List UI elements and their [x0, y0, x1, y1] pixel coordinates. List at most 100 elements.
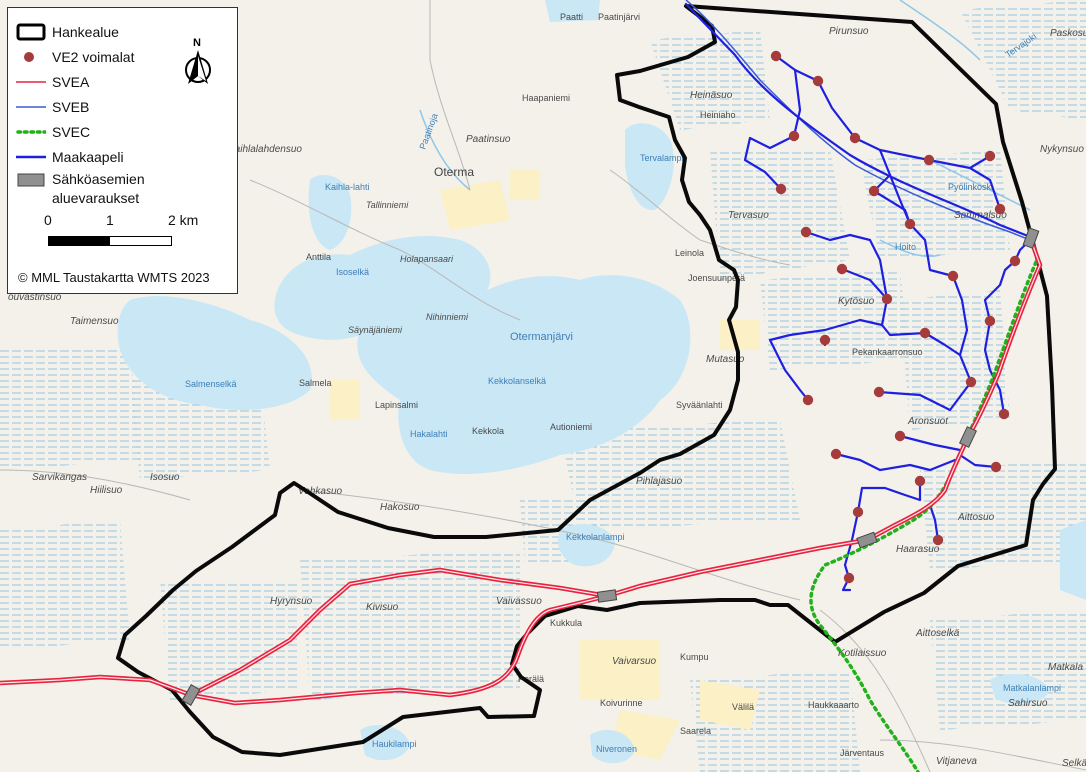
hankealue-symbol	[16, 22, 46, 42]
label-lapinsalmi: Lapinsalmi	[375, 400, 418, 410]
label-otermanjarvi: Otermanjärvi	[510, 331, 573, 343]
label-aittosuo: Aittosuo	[957, 512, 995, 523]
legend-label: SVEB	[52, 99, 90, 115]
label-vaivassuo: Vaivassuo	[496, 596, 542, 607]
label-paatinjarvi: Paatinjärvi	[598, 12, 640, 22]
label-sarvikangas: Sarvikangas	[32, 472, 87, 483]
maakaapeli-symbol	[16, 147, 46, 167]
label-kivisuo: Kivisuo	[366, 602, 399, 613]
label-kekkola: Kekkola	[472, 426, 504, 436]
label-tervalampi: Tervalampi	[640, 153, 684, 163]
label-sahirsuo: Sahirsuo	[1008, 698, 1048, 709]
turbine-marker	[852, 506, 864, 518]
substation-marker	[596, 589, 618, 603]
label-haapaniemi: Haapaniemi	[522, 93, 570, 103]
label-taimensuo: Taimensuo	[70, 316, 119, 327]
svea-symbol	[16, 72, 46, 92]
turbine-marker	[894, 430, 906, 442]
north-arrow: N	[180, 36, 216, 92]
legend-label: SVEA	[52, 74, 90, 90]
legend-label: Maakaapeli	[52, 149, 124, 165]
turbine-marker	[788, 130, 800, 142]
water-bodies	[117, 0, 1086, 764]
label-tervasuo: Tervasuo	[728, 210, 769, 221]
legend-item-hankealue: Hankealue	[16, 22, 119, 42]
label-heinasuo: Heinäsuo	[690, 90, 733, 101]
label-hakosuo: Hakosuo	[380, 502, 420, 513]
legend-label: VE2 voimalat	[52, 49, 135, 65]
legend-item-sveb: SVEB	[16, 97, 89, 117]
label-heiniaho: Heiniaho	[700, 110, 736, 120]
label-isosuo: Isosuo	[150, 472, 180, 483]
label-leinola: Leinola	[675, 248, 704, 258]
scale-bar	[48, 236, 172, 246]
legend-label: Hankealue	[52, 24, 119, 40]
label-tallinniemi: Tallinniemi	[366, 200, 409, 210]
turbine-marker	[843, 572, 855, 584]
label-nihinniemi: Nihinniemi	[426, 312, 469, 322]
turbine-marker	[932, 534, 944, 546]
label-mutasuo: Mutasuo	[706, 354, 745, 365]
turbine-symbol	[16, 47, 46, 67]
label-kekkolanlampi: Kekkolanlampi	[566, 532, 625, 542]
turbine-marker	[819, 334, 831, 346]
turbine-marker	[812, 75, 824, 87]
substation-marker	[181, 684, 201, 706]
legend-item-sahkoasemat: Sähköasemien aluevaraukset	[16, 170, 145, 210]
lake-salmenselka	[117, 296, 312, 410]
label-kumpu: Kumpu	[680, 652, 709, 662]
lake-paatti	[545, 0, 600, 22]
label-saarela: Saarela	[680, 726, 711, 736]
label-aronsuot: Aronsuot	[907, 416, 949, 427]
turbine-marker	[923, 154, 935, 166]
turbine-marker	[984, 315, 996, 327]
label-hoito: Hoito	[895, 242, 916, 252]
substations	[181, 227, 1040, 706]
label-pyoloja: Pyölinkoski	[948, 182, 993, 192]
legend-label-line1: Sähköasemien	[52, 171, 145, 187]
label-kukkula: Kukkula	[550, 618, 582, 628]
label-selka: Selkä	[1062, 758, 1086, 769]
copyright-text: © MML Taustakartta WMTS 2023	[18, 270, 210, 285]
label-kaihlalahdensuo: Kaihlalahdensuo	[228, 144, 302, 155]
label-paatti: Paatti	[560, 12, 583, 22]
turbine-marker	[775, 183, 787, 195]
turbine-marker	[881, 293, 893, 305]
svec-symbol	[16, 122, 48, 142]
turbines	[770, 50, 1021, 584]
legend-label-line2: aluevaraukset	[52, 190, 140, 206]
legend-item-svea: SVEA	[16, 72, 89, 92]
legend-item-maakaapeli: Maakaapeli	[16, 147, 124, 167]
map-legend: Hankealue VE2 voimalat SVEA SVEB SVEC Ma…	[7, 7, 238, 294]
label-isoselka: Isoselkä	[336, 267, 369, 277]
lake-niveronen	[590, 730, 635, 764]
label-pekankaarronsuo: Pekankaarronsuo	[852, 347, 923, 357]
label-nykynsuo: Nykynsuo	[1040, 144, 1084, 155]
label-matkalanlampi: Matkalanlampi	[1003, 683, 1061, 693]
sveb-symbol	[16, 97, 46, 117]
legend-label: SVEC	[52, 124, 91, 140]
sea-east	[1060, 520, 1086, 600]
label-autioniemi: Autioniemi	[550, 422, 592, 432]
turbine-marker	[802, 394, 814, 406]
label-perala: Perälä	[518, 674, 544, 684]
label-haarasuo: Haarasuo	[896, 544, 940, 555]
label-paskosuo: Paskosuo	[1050, 28, 1086, 39]
lake-kaihlalahti	[308, 175, 352, 250]
label-kaihlalahti: Kaihla-lahti	[325, 182, 370, 192]
label-niveronen: Niveronen	[596, 744, 637, 754]
label-paatinsuo: Paatinsuo	[466, 134, 511, 145]
label-vehkasuo: Vehkasuo	[298, 486, 343, 497]
substation-marker	[1022, 227, 1040, 249]
label-vitjaneva: Vitjaneva	[936, 756, 977, 767]
legend-item-voimalat: VE2 voimalat	[16, 47, 134, 67]
lake-otermanjarvi	[357, 275, 691, 475]
label-holapansaari: Holapansaari	[400, 254, 454, 264]
label-oterma: Oterma	[434, 165, 474, 179]
lake-kekkolanlampi	[558, 524, 615, 567]
turbine-marker	[919, 327, 931, 339]
svec-line	[809, 260, 1038, 772]
label-haukkaaarto: Haukkaaarto	[808, 700, 859, 710]
lake-isoselka	[274, 235, 491, 340]
